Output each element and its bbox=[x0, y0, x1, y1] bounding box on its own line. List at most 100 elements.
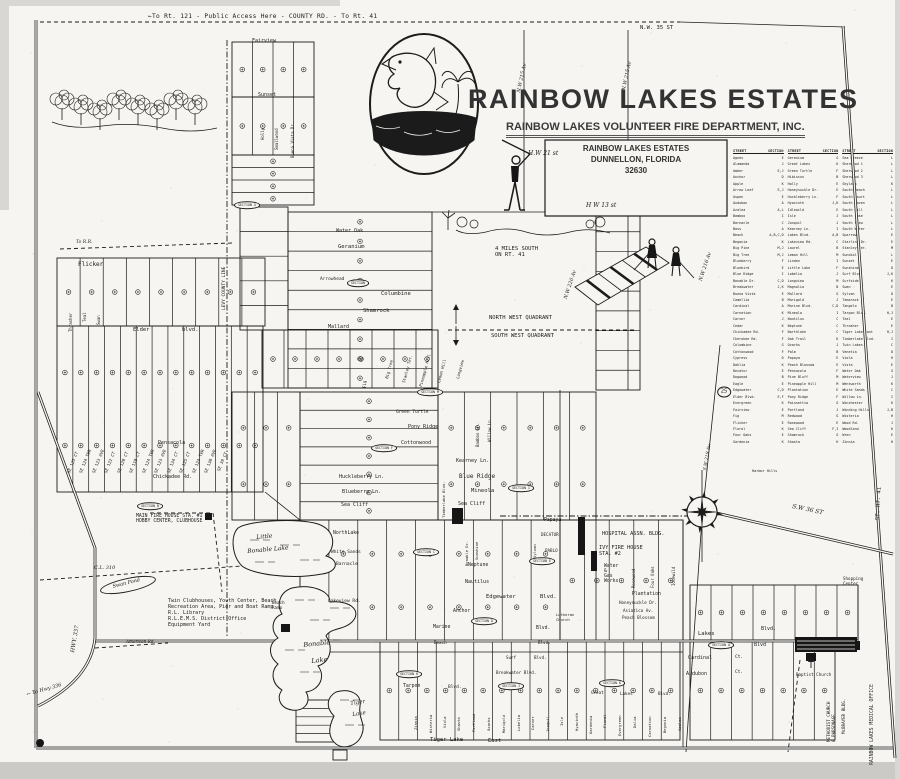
index-row: Lakeview Rd.C bbox=[787, 239, 839, 244]
index-row: Stanley Ter.M bbox=[842, 246, 894, 251]
index-row: Elder Blvd.E,F bbox=[733, 394, 784, 399]
index-row: Wood Rd.J bbox=[842, 420, 894, 425]
index-row: Chickadee Rd.F bbox=[733, 330, 784, 335]
index-row: Cherokee Rd.F bbox=[733, 336, 784, 341]
index-row: Kearney Ln.I bbox=[787, 226, 839, 231]
scan-edge-right bbox=[895, 0, 900, 779]
index-row: Lakes Blvd.A,B bbox=[787, 233, 839, 238]
index-row: Bonable Dr.C,D bbox=[733, 278, 784, 283]
index-row: Tarpon Blvd.H,J bbox=[842, 310, 894, 315]
index-row: Starling Dr.E bbox=[842, 239, 894, 244]
scan-edge-top bbox=[0, 0, 340, 6]
index-row: Surf Blvd.J,K bbox=[842, 272, 894, 277]
scan-edge-bottom bbox=[0, 762, 900, 779]
scan-edge-left bbox=[0, 0, 9, 210]
